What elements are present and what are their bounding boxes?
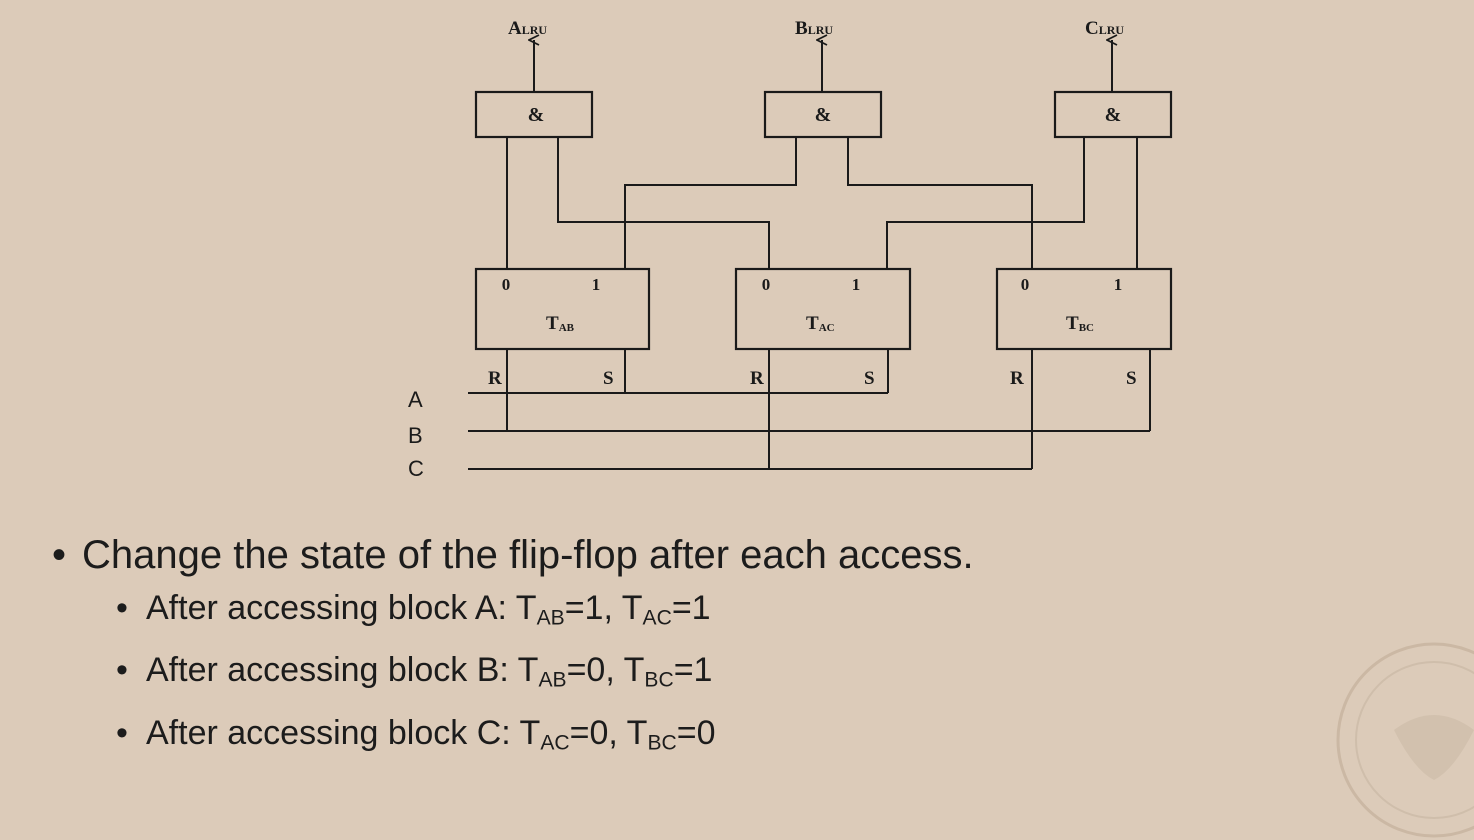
and-gate-b xyxy=(763,90,883,139)
tbc-q0-label: 0 xyxy=(1021,275,1030,294)
and-gate-a-symbol: & xyxy=(528,104,545,126)
output-label-b: BLRU xyxy=(795,18,833,39)
tab-set-label: S xyxy=(603,368,614,389)
wire-gate-b-to-tbc0 xyxy=(847,137,1033,269)
tac-reset-label: R xyxy=(750,368,764,389)
sub-bullet-b: •After accessing block B: TAB=0, TBC=1 xyxy=(116,651,713,692)
and-gate-b-symbol: & xyxy=(815,104,832,126)
tab-reset-label: R xyxy=(488,368,502,389)
lru-circuit-diagram: ALRU BLRU CLRU & & & 0 1 0 1 0 1 TAB TAC… xyxy=(408,18,1173,481)
university-seal-watermark xyxy=(1336,642,1474,838)
and-gate-c xyxy=(1053,90,1173,139)
and-gate-a xyxy=(474,90,594,139)
tbc-name: TBC xyxy=(1066,313,1094,334)
sub-bullet-c: •After accessing block C: TAC=0, TBC=0 xyxy=(116,713,716,754)
input-label-c: C xyxy=(408,456,424,481)
flipflop-tac xyxy=(734,267,912,351)
wire-tab1-to-gate-b xyxy=(624,137,797,269)
tab-q1-label: 1 xyxy=(592,275,601,294)
tbc-q1-label: 1 xyxy=(1114,275,1123,294)
wire-tac1-to-gate-c xyxy=(886,137,1085,269)
tbc-set-label: S xyxy=(1126,368,1137,389)
flipflop-tab xyxy=(474,267,651,351)
tac-q0-label: 0 xyxy=(762,275,771,294)
flipflop-tbc xyxy=(995,267,1173,351)
tac-set-label: S xyxy=(864,368,875,389)
sub-bullet-a: •After accessing block A: TAB=1, TAC=1 xyxy=(116,589,711,630)
bullet-list: •Change the state of the flip-flop after… xyxy=(52,528,974,769)
tbc-reset-label: R xyxy=(1010,368,1024,389)
input-label-b: B xyxy=(408,423,423,448)
output-label-a: ALRU xyxy=(508,18,547,39)
input-label-a: A xyxy=(408,387,423,412)
main-bullet-text: Change the state of the flip-flop after … xyxy=(82,533,974,577)
tac-q1-label: 1 xyxy=(852,275,861,294)
tac-name: TAC xyxy=(806,313,835,334)
tab-name: TAB xyxy=(546,313,575,334)
and-gate-c-symbol: & xyxy=(1105,104,1122,126)
output-label-c: CLRU xyxy=(1085,18,1124,39)
wire-gate-a-to-tac0 xyxy=(557,137,770,269)
main-bullet: •Change the state of the flip-flop after… xyxy=(52,533,974,577)
tab-q0-label: 0 xyxy=(502,275,511,294)
